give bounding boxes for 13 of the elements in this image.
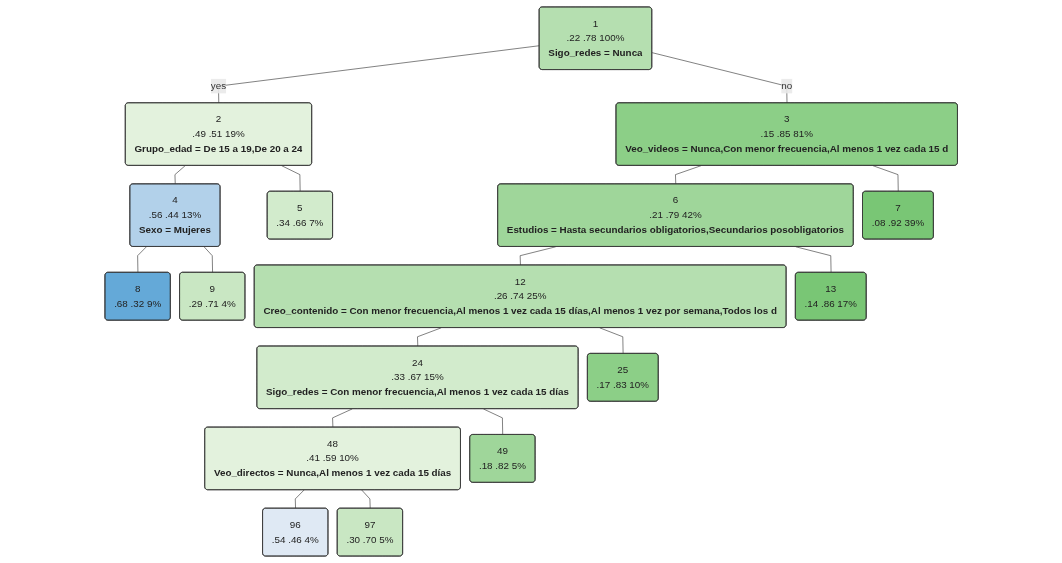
connector [674,165,702,185]
connector [519,246,556,266]
edge-label: no [781,80,792,92]
connector [137,246,147,273]
edge-label: yes [210,80,226,92]
connector [332,408,353,428]
connector [294,489,305,509]
connector [417,327,442,347]
connector [203,246,213,273]
connector [174,165,186,185]
connector [217,45,540,104]
connector [651,52,788,104]
connector [361,489,371,509]
